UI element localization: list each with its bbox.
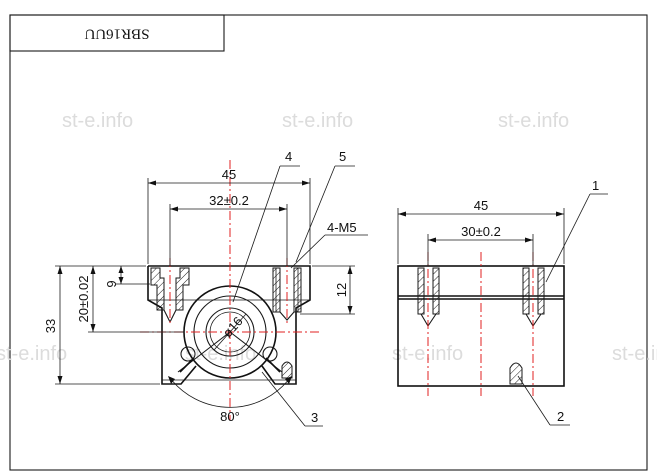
sheet-border (9, 14, 648, 471)
seal-screw-front (281, 361, 293, 379)
callout-5: 5 (339, 149, 346, 164)
dim-front-height: 33 (43, 319, 58, 333)
side-callouts: 1 2 (517, 178, 608, 426)
dim-counterbore-depth: 9 (104, 280, 119, 287)
watermark-4: st-e.info (0, 343, 67, 365)
side-hole-left-wall-b (432, 267, 440, 315)
opening-edge-left (179, 357, 195, 373)
front-view (140, 160, 320, 420)
front-callouts: 4 5 3 (232, 149, 355, 427)
dim-front-width: 45 (222, 167, 236, 182)
side-hole-right-wall-b (537, 267, 545, 315)
right-hole-wall-a (272, 267, 281, 313)
watermark-1: st-e.info (62, 110, 133, 132)
opening-edge-right (265, 357, 281, 373)
dim-side-width: 45 (474, 198, 488, 213)
side-dimensions: 45 30±0.2 (397, 198, 565, 266)
watermark-layer: st-e.info st-e.info st-e.info st-e.info … (0, 110, 657, 365)
side-view (397, 252, 565, 396)
callout-1: 1 (592, 178, 599, 193)
watermark-7: st-e.info (612, 343, 657, 365)
left-hole-wall-b (175, 267, 190, 311)
dim-side-hole-spacing: 30±0.2 (461, 224, 501, 239)
leader-2 (517, 375, 551, 426)
leader-4 (232, 165, 281, 303)
seal-screw-side (509, 362, 523, 385)
watermark-3: st-e.info (498, 110, 569, 132)
bore-leader (213, 313, 247, 351)
callout-3: 3 (311, 410, 318, 425)
retainer-tab-left (180, 346, 196, 362)
watermark-2: st-e.info (282, 110, 353, 132)
right-hole-wall-b (293, 267, 302, 313)
leader-3 (261, 371, 306, 427)
thread-spec-label: 4-M5 (327, 220, 357, 235)
leader-thread (290, 234, 326, 269)
opening-angle-label: 80° (220, 409, 240, 424)
model-number: SBR16UU (84, 26, 149, 42)
dim-center-height: 20±0.02 (76, 276, 91, 323)
dim-hole-spacing: 32±0.2 (209, 193, 249, 208)
leader-1 (545, 193, 591, 283)
callout-2: 2 (557, 409, 564, 424)
callout-4: 4 (285, 149, 292, 164)
side-hole-right-wall-a (522, 267, 530, 315)
leader-5 (295, 165, 336, 263)
right-hole-tip (279, 311, 295, 321)
side-hole-left-wall-a (417, 267, 425, 315)
dim-thread-depth: 12 (334, 283, 349, 297)
title-block (9, 14, 225, 52)
